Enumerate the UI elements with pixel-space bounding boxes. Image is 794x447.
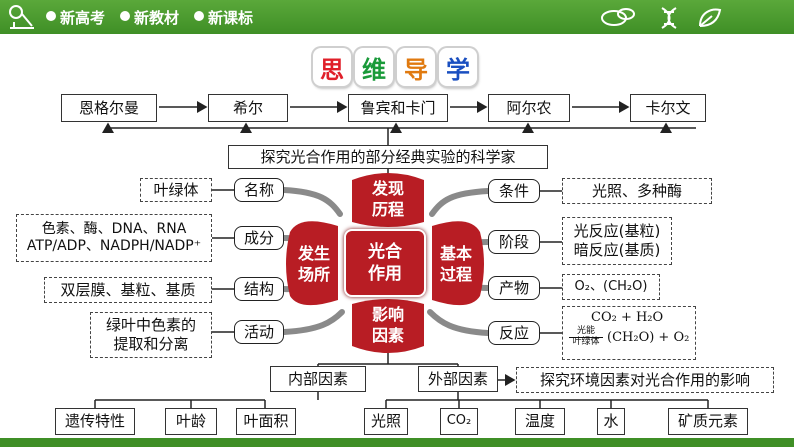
scientist-box: 恩格尔曼: [61, 94, 157, 122]
title-char: 导: [397, 48, 435, 86]
petal-right-line: 过程: [439, 265, 472, 284]
title-char: 思: [313, 48, 351, 86]
footer-bar: [0, 438, 794, 447]
branch-label: 结构: [234, 277, 284, 301]
factor-item: CO₂: [440, 408, 478, 435]
bullet-dot: [120, 11, 130, 21]
header-tag: 新高考: [60, 9, 106, 27]
factor-item: 温度: [515, 408, 565, 435]
branch-label: 阶段: [488, 230, 540, 254]
center-line: 光合: [368, 241, 402, 262]
branch-label: 名称: [234, 178, 284, 202]
header-bar: 新高考 新教材 新课标: [0, 0, 794, 34]
factor-item: 光照: [364, 408, 408, 435]
branch-label: 产物: [488, 276, 540, 300]
bullet-dot: [46, 11, 56, 21]
title-char: 学: [439, 48, 477, 86]
condition-chloroplast: 叶绿体: [572, 337, 600, 348]
header-tag: 新教材: [134, 9, 180, 27]
petal-left-line: 场所: [297, 265, 330, 284]
scientist-box: 卡尔文: [630, 94, 706, 122]
branch-label: 成分: [234, 226, 284, 250]
petal-left-shape: [286, 221, 338, 306]
factor-item: 叶龄: [165, 408, 217, 435]
microscope-icon: [9, 5, 34, 29]
center-topic: 光合 作用: [344, 229, 426, 297]
reaction-equation: CO₂ + H₂O 光能 叶绿体 (CH₂O) + O₂: [562, 306, 696, 360]
scientist-box: 鲁宾和卡门: [348, 94, 448, 122]
petal-top-line: 发现: [371, 179, 404, 199]
equation-reactants: CO₂ + H₂O: [591, 310, 664, 325]
detail-line: 绿叶中色素的: [105, 316, 196, 335]
detail-line: 光反应(基粒): [573, 222, 661, 241]
scientist-box: 希尔: [208, 94, 288, 122]
factor-item: 遗传特性: [55, 408, 135, 435]
title-char: 维: [355, 48, 393, 86]
cell-icon: [601, 8, 635, 26]
petal-right: 基本 过程: [432, 236, 480, 294]
petal-left: 发生 场所: [290, 236, 338, 294]
center-line: 作用: [368, 264, 402, 284]
condition-light: 光能: [576, 326, 595, 337]
petal-left-line: 发生: [297, 244, 330, 264]
branch-label: 条件: [488, 179, 540, 203]
petal-right-shape: [432, 221, 484, 306]
detail-line: 提取和分离: [113, 335, 189, 353]
petal-bottom-line: 因素: [371, 326, 404, 345]
external-note: 探究环境因素对光合作用的影响: [516, 367, 774, 393]
external-factors: 外部因素: [418, 366, 498, 392]
branch-detail: 光照、多种酶: [562, 178, 712, 204]
bullet-dot: [194, 11, 204, 21]
branch-detail: 叶绿体: [140, 178, 212, 202]
factor-item: 叶面积: [236, 408, 296, 435]
detail-line: ATP/ADP、NADPH/NADP⁺: [26, 238, 202, 254]
tendrils: [281, 187, 491, 336]
scientist-box: 阿尔农: [488, 94, 570, 122]
branch-detail: 光反应(基粒) 暗反应(基质): [562, 217, 672, 265]
petal-top-line: 历程: [371, 200, 404, 219]
center-flower: [286, 173, 484, 353]
reaction-arrow: 光能 叶绿体: [569, 326, 603, 348]
branch-detail: O₂、(CH₂O): [562, 274, 660, 300]
branch-detail: 绿叶中色素的 提取和分离: [90, 312, 212, 358]
petal-right-line: 基本: [439, 244, 472, 264]
branch-label: 反应: [488, 321, 540, 345]
scientists-caption: 探究光合作用的部分经典实验的科学家: [228, 145, 548, 169]
factor-item: 矿质元素: [668, 408, 748, 435]
branch-label: 活动: [234, 320, 284, 344]
dna-icon: [661, 7, 677, 29]
arrow-line: [569, 337, 603, 339]
petal-top: 发现 历程: [352, 178, 424, 222]
petal-top-shape: [352, 173, 424, 227]
branch-detail: 双层膜、基粒、基质: [44, 277, 212, 303]
internal-factors: 内部因素: [270, 366, 366, 392]
detail-line: 色素、酶、DNA、RNA: [41, 220, 187, 237]
factor-item: 水: [597, 408, 625, 435]
petal-bottom-line: 影响: [371, 305, 404, 325]
branch-detail: 色素、酶、DNA、RNA ATP/ADP、NADPH/NADP⁺: [16, 214, 212, 262]
leaf-icon: [699, 8, 722, 27]
petal-bottom-shape: [352, 299, 424, 353]
equation-products: (CH₂O) + O₂: [607, 329, 690, 345]
detail-line: 暗反应(基质): [573, 241, 661, 259]
header-tag: 新课标: [208, 9, 254, 27]
petal-bottom: 影响 因素: [352, 304, 424, 348]
